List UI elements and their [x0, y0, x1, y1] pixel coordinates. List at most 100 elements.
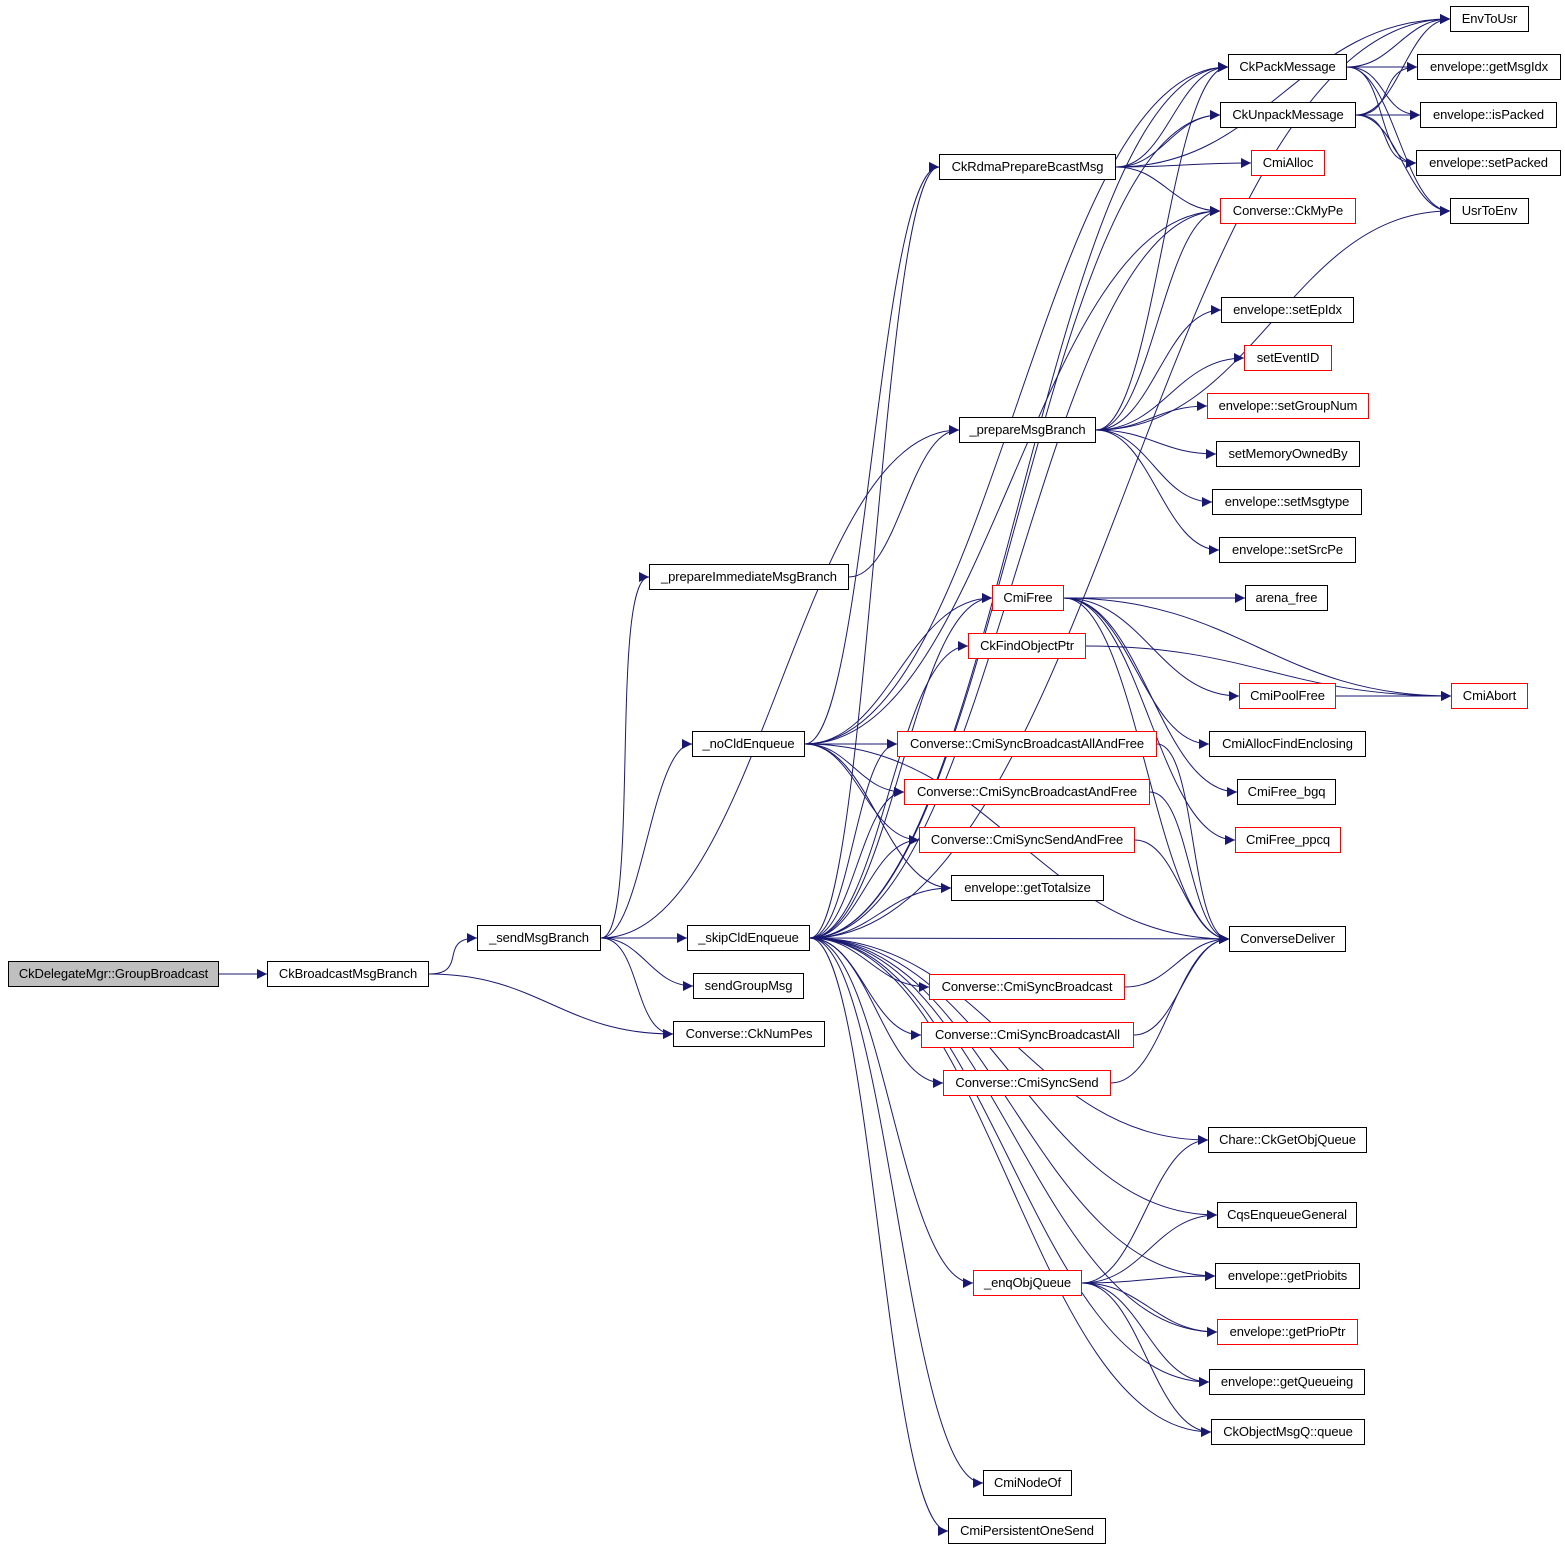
node-cmiabort[interactable]: CmiAbort — [1451, 683, 1528, 709]
node-cminodeof[interactable]: CmiNodeOf — [983, 1470, 1072, 1496]
edge-cmifree-to-freeppcq — [1063, 597, 1236, 845]
node-label: CqsEnqueueGeneral — [1227, 1207, 1347, 1222]
node-setmemoryownedby[interactable]: setMemoryOwnedBy — [1216, 441, 1360, 467]
node-label: Converse::CmiSyncSendAndFree — [930, 832, 1124, 847]
node-label: Chare::CkGetObjQueue — [1219, 1132, 1356, 1147]
node-label: arena_free — [1255, 590, 1318, 605]
node-nocldenqueue[interactable]: _noCldEnqueue — [692, 731, 805, 757]
edge-rdma-to-envtousr — [1115, 14, 1451, 168]
edge-ckbcast-to-sendmsg — [428, 933, 478, 975]
node-envelope-getmsgidx[interactable]: envelope::getMsgIdx — [1417, 54, 1561, 80]
node-envelope-setsrcpe[interactable]: envelope::setSrcPe — [1219, 537, 1356, 563]
node-cqsenqueuegeneral[interactable]: CqsEnqueueGeneral — [1217, 1202, 1357, 1228]
node-ckbroadcastmsgbranch[interactable]: CkBroadcastMsgBranch — [267, 961, 429, 987]
node-label: CmiPersistentOneSend — [960, 1523, 1094, 1538]
edge-skipcld-to-nodeof — [809, 937, 984, 1488]
edge-pack-to-envtousr — [1346, 14, 1451, 68]
node-ckfindobjectptr[interactable]: CkFindObjectPtr — [968, 633, 1086, 659]
edge-unpack-to-usrtoenv — [1355, 114, 1451, 216]
node-label: _enqObjQueue — [984, 1275, 1071, 1290]
node-envelope-setmsgtype[interactable]: envelope::setMsgtype — [1212, 489, 1362, 515]
node-cmisyncbroadcastallandfree[interactable]: Converse::CmiSyncBroadcastAllAndFree — [897, 731, 1157, 757]
node-label: Converse::CmiSyncBroadcast — [941, 979, 1113, 994]
edge-rdma-to-cmialloc — [1115, 158, 1252, 169]
node-arena-free[interactable]: arena_free — [1245, 585, 1328, 611]
node-cmifree[interactable]: CmiFree — [992, 585, 1064, 611]
edge-prepmsg-to-setepidx — [1095, 305, 1222, 431]
node-envelope-gettotalsize[interactable]: envelope::getTotalsize — [951, 875, 1104, 901]
node-cmisyncbroadcast[interactable]: Converse::CmiSyncBroadcast — [929, 974, 1125, 1000]
edge-nocld-to-rdma — [804, 162, 940, 745]
node-label: envelope::setPacked — [1429, 155, 1548, 170]
node-root-groupbroadcast[interactable]: CkDelegateMgr::GroupBroadcast — [8, 961, 219, 987]
node-envtousr[interactable]: EnvToUsr — [1450, 6, 1529, 32]
node-label: envelope::isPacked — [1433, 107, 1544, 122]
edge-prepimm-to-prepmsg — [848, 425, 960, 578]
node-cmisyncbroadcastall[interactable]: Converse::CmiSyncBroadcastAll — [921, 1022, 1134, 1048]
node-converse-ckmype[interactable]: Converse::CkMyPe — [1220, 198, 1356, 224]
node-label: envelope::getPriobits — [1227, 1268, 1348, 1283]
node-cmipersistentonesend[interactable]: CmiPersistentOneSend — [948, 1518, 1106, 1544]
node-envelope-setepidx[interactable]: envelope::setEpIdx — [1221, 297, 1354, 323]
node-ckobjectmsgq-queue[interactable]: CkObjectMsgQ::queue — [1211, 1419, 1365, 1445]
edge-rdma-to-mype — [1115, 166, 1221, 216]
node-label: CmiAbort — [1462, 688, 1517, 703]
edge-findobj-to-cmiabort — [1085, 645, 1452, 701]
edge-cmifree-to-convdeliver — [1063, 597, 1230, 944]
node-enqobjqueue[interactable]: _enqObjQueue — [973, 1270, 1082, 1296]
node-ckrdmapreparebcastmsg[interactable]: CkRdmaPrepareBcastMsg — [939, 154, 1116, 180]
node-label: ConverseDeliver — [1240, 931, 1335, 946]
node-label: EnvToUsr — [1461, 11, 1518, 26]
node-preparemsgbranch[interactable]: _prepareMsgBranch — [959, 417, 1096, 443]
edge-skipcld-to-cmifree — [809, 593, 993, 939]
node-envelope-setgroupnum[interactable]: envelope::setGroupNum — [1207, 393, 1369, 419]
node-cmifree-ppcq[interactable]: CmiFree_ppcq — [1235, 827, 1341, 853]
node-label: envelope::getPrioPtr — [1229, 1324, 1346, 1339]
node-cmisyncbroadcastandfree[interactable]: Converse::CmiSyncBroadcastAndFree — [904, 779, 1150, 805]
edge-enqobj-to-cqsenq — [1081, 1210, 1218, 1284]
edge-rdma-to-unpack — [1115, 110, 1221, 168]
edge-sendmsg-to-prepmsg — [600, 425, 960, 939]
node-label: Converse::CkNumPes — [685, 1026, 813, 1041]
node-ckunpackmessage[interactable]: CkUnpackMessage — [1220, 102, 1356, 128]
node-label: Converse::CmiSyncBroadcastAllAndFree — [909, 736, 1145, 751]
node-usrtoenv[interactable]: UsrToEnv — [1450, 198, 1529, 224]
node-envelope-ispacked[interactable]: envelope::isPacked — [1420, 102, 1557, 128]
node-label: CmiPoolFree — [1250, 688, 1325, 703]
node-cmisyncsendandfree[interactable]: Converse::CmiSyncSendAndFree — [919, 827, 1135, 853]
node-envelope-getpriobits[interactable]: envelope::getPriobits — [1215, 1263, 1360, 1289]
node-ckpackmessage[interactable]: CkPackMessage — [1228, 54, 1347, 80]
node-label: CkFindObjectPtr — [980, 638, 1074, 653]
node-cmifree-bgq[interactable]: CmiFree_bgq — [1237, 779, 1336, 805]
node-label: setMemoryOwnedBy — [1228, 446, 1348, 461]
node-skipcldenqueue[interactable]: _skipCldEnqueue — [687, 925, 810, 951]
edge-sendmsg-to-sendgroup — [600, 937, 694, 991]
edge-skipcld-to-convdeliver — [809, 933, 1230, 944]
node-seteventid[interactable]: setEventID — [1244, 345, 1332, 371]
node-cmialloc[interactable]: CmiAlloc — [1251, 150, 1325, 176]
node-envelope-getqueueing[interactable]: envelope::getQueueing — [1209, 1369, 1365, 1395]
node-sendmsgbranch[interactable]: _sendMsgBranch — [477, 925, 601, 951]
node-sendgroupmsg[interactable]: sendGroupMsg — [693, 973, 804, 999]
edge-skipcld-to-syncba — [809, 937, 922, 1040]
node-label: _noCldEnqueue — [702, 736, 795, 751]
node-envelope-getprioptr[interactable]: envelope::getPrioPtr — [1217, 1319, 1358, 1345]
node-prepareimmediatemsgbranch[interactable]: _prepareImmediateMsgBranch — [649, 564, 849, 590]
edge-prepmsg-to-setsrcpe — [1095, 429, 1220, 555]
node-cmisyncsend[interactable]: Converse::CmiSyncSend — [943, 1070, 1111, 1096]
node-cmipoolfree[interactable]: CmiPoolFree — [1239, 683, 1336, 709]
node-label: CmiFree_bgq — [1247, 784, 1326, 799]
edge-prepmsg-to-setmemowned — [1095, 429, 1217, 459]
edge-skipcld-to-getprioptr — [809, 937, 1218, 1337]
node-chare-ckgetobjqueue[interactable]: Chare::CkGetObjQueue — [1208, 1127, 1367, 1153]
node-converse-cknumpes[interactable]: Converse::CkNumPes — [673, 1021, 825, 1047]
node-conversedeliver[interactable]: ConverseDeliver — [1229, 926, 1346, 952]
node-label: setEventID — [1256, 350, 1320, 365]
edge-enqobj-to-getobjq — [1081, 1135, 1209, 1284]
edge-skipcld-to-syncsaf — [809, 835, 920, 939]
node-envelope-setpacked[interactable]: envelope::setPacked — [1416, 150, 1561, 176]
node-label: _skipCldEnqueue — [698, 930, 799, 945]
node-cmiallocfindenclosing[interactable]: CmiAllocFindEnclosing — [1209, 731, 1366, 757]
edge-nocld-to-cmifree — [804, 593, 993, 745]
